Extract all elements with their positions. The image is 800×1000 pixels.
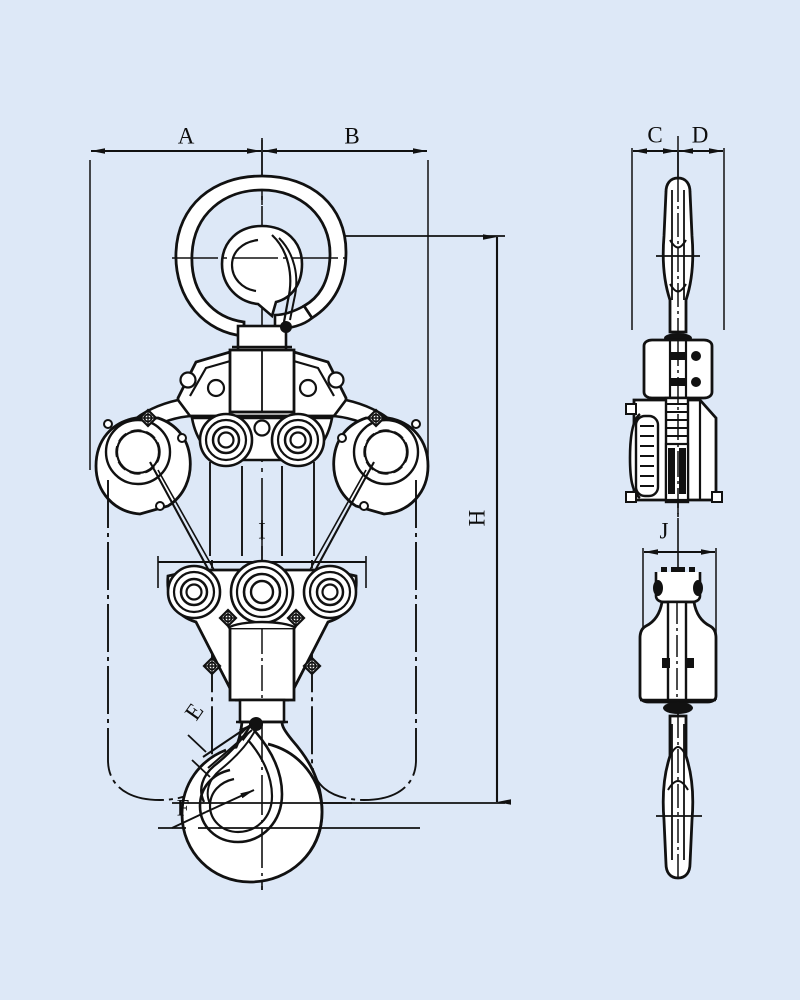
dimension-label-H: H bbox=[464, 510, 489, 527]
bottom-hook-side-profile bbox=[656, 714, 702, 880]
gearbox-housing-side bbox=[625, 340, 723, 520]
bolt-boss bbox=[327, 371, 345, 389]
lower-block-side-view: J bbox=[638, 518, 718, 880]
dimension-label-D: D bbox=[692, 122, 709, 147]
dimension-label-I: I bbox=[258, 518, 266, 543]
bolt-boss bbox=[206, 378, 226, 398]
top-hook-latch-pivot bbox=[280, 321, 292, 333]
dimension-A-B-group: A B bbox=[89, 123, 429, 470]
bolt-boss bbox=[298, 378, 318, 398]
upper-sheave-block bbox=[94, 348, 430, 516]
leader-line-F bbox=[205, 789, 255, 813]
bottom-hook-latch-pivot bbox=[249, 717, 263, 731]
upper-inner-sheave-right bbox=[270, 412, 326, 468]
upper-inner-sheave-left bbox=[198, 412, 254, 468]
outer-sheave-right bbox=[332, 408, 430, 516]
lower-block-side-body bbox=[638, 600, 718, 714]
leader-line-E-upper bbox=[202, 723, 253, 758]
lower-sheave-block bbox=[166, 559, 358, 724]
bottom-load-hook bbox=[172, 717, 420, 890]
top-suspension-hook bbox=[172, 174, 352, 352]
dimension-label-J: J bbox=[660, 518, 669, 543]
bolt-boss bbox=[179, 371, 197, 389]
upper-block-centre-pin bbox=[253, 419, 271, 437]
dimension-F-group: F bbox=[158, 789, 255, 829]
lower-sheave-left bbox=[166, 564, 222, 620]
upper-block-side-view: C D bbox=[625, 122, 725, 520]
dimension-label-F: F bbox=[177, 795, 190, 820]
lower-sheave-centre bbox=[229, 559, 295, 625]
dimension-label-A: A bbox=[178, 123, 195, 148]
front-elevation-view: A B H bbox=[89, 123, 511, 890]
lower-block-sheave-cap-side bbox=[653, 567, 703, 604]
dimension-C-D-group: C D bbox=[631, 122, 725, 330]
dimension-label-C: C bbox=[647, 122, 662, 147]
lower-sheave-right bbox=[302, 564, 358, 620]
dimension-label-B: B bbox=[344, 123, 359, 148]
top-hook-side-profile bbox=[656, 176, 700, 343]
